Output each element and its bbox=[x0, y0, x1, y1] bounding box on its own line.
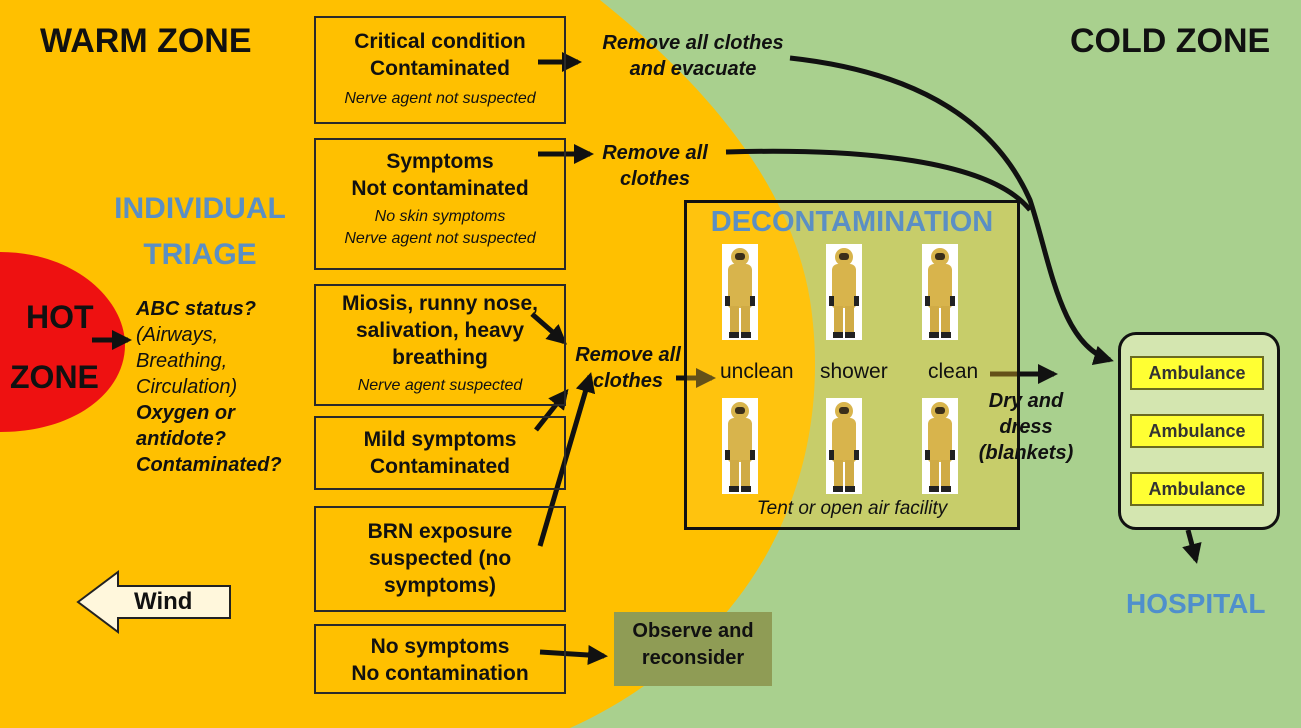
action-remove-and-evacuate: Remove all clothes and evacuate bbox=[578, 30, 808, 82]
box-miosis: Miosis, runny nose, salivation, heavy br… bbox=[314, 284, 566, 406]
decon-facility-note: Tent or open air facility bbox=[684, 498, 1020, 520]
dry-line3: (blankets) bbox=[966, 440, 1086, 466]
remove1-line2: clothes bbox=[590, 166, 720, 192]
symptoms-note2: Nerve agent not suspected bbox=[316, 228, 564, 250]
protective-suit-icon bbox=[722, 244, 758, 340]
symptoms-line2: Not contaminated bbox=[316, 175, 564, 202]
miosis-line1: Miosis, runny nose, bbox=[316, 290, 564, 317]
remove2-line1: Remove all bbox=[568, 342, 688, 368]
stage-shower: shower bbox=[820, 360, 888, 384]
question-airways: (Airways, bbox=[136, 322, 312, 348]
remove1-line1: Remove all bbox=[590, 140, 720, 166]
box-no-symptoms: No symptoms No contamination bbox=[314, 624, 566, 694]
stage-unclean: unclean bbox=[720, 360, 794, 384]
hot-zone-title-line1: HOT bbox=[26, 296, 94, 338]
mild-line2: Contaminated bbox=[316, 453, 564, 480]
protective-suit-icon bbox=[922, 398, 958, 494]
ambulance-2: Ambulance bbox=[1130, 414, 1264, 448]
symptoms-line1: Symptoms bbox=[316, 148, 564, 175]
brn-line2: suspected (no bbox=[316, 545, 564, 572]
symptoms-note1: No skin symptoms bbox=[316, 206, 564, 228]
wind-label: Wind bbox=[134, 588, 192, 616]
box-symptoms: Symptoms Not contaminated No skin sympto… bbox=[314, 138, 566, 270]
hospital-label: HOSPITAL bbox=[1126, 588, 1265, 620]
box-mild-symptoms: Mild symptoms Contaminated bbox=[314, 416, 566, 490]
question-oxygen: Oxygen or bbox=[136, 400, 312, 426]
dry-line2: dress bbox=[966, 414, 1086, 440]
observe-line1: Observe and bbox=[614, 618, 772, 645]
none-line2: No contamination bbox=[316, 660, 564, 687]
triage-line1: INDIVIDUAL bbox=[100, 186, 300, 232]
action-remove-clothes-top: Remove all clothes bbox=[590, 140, 720, 192]
ambulance-3: Ambulance bbox=[1130, 472, 1264, 506]
action-observe-reconsider: Observe and reconsider bbox=[614, 612, 772, 686]
evacuate-line2: and evacuate bbox=[578, 56, 808, 82]
triage-questions: ABC status? (Airways, Breathing, Circula… bbox=[136, 296, 312, 478]
brn-line3: symptoms) bbox=[316, 572, 564, 599]
observe-line2: reconsider bbox=[614, 645, 772, 672]
protective-suit-icon bbox=[826, 398, 862, 494]
cold-zone-title: COLD ZONE bbox=[1070, 22, 1270, 61]
remove2-line2: clothes bbox=[568, 368, 688, 394]
dry-and-dress: Dry and dress (blankets) bbox=[966, 388, 1086, 466]
box-brn-exposure: BRN exposure suspected (no symptoms) bbox=[314, 506, 566, 612]
mild-line1: Mild symptoms bbox=[316, 426, 564, 453]
action-remove-clothes-decon: Remove all clothes bbox=[568, 342, 688, 394]
question-circulation: Circulation) bbox=[136, 374, 312, 400]
protective-suit-icon bbox=[922, 244, 958, 340]
individual-triage-title: INDIVIDUAL TRIAGE bbox=[100, 186, 300, 278]
critical-line1: Critical condition bbox=[316, 28, 564, 55]
question-abc: ABC status? bbox=[136, 296, 312, 322]
question-breathing: Breathing, bbox=[136, 348, 312, 374]
critical-note: Nerve agent not suspected bbox=[316, 88, 564, 110]
hot-zone-title-line2: ZONE bbox=[10, 356, 99, 398]
brn-line1: BRN exposure bbox=[316, 518, 564, 545]
evacuate-line1: Remove all clothes bbox=[578, 30, 808, 56]
ambulance-1: Ambulance bbox=[1130, 356, 1264, 390]
stage-clean: clean bbox=[928, 360, 978, 384]
critical-line2: Contaminated bbox=[316, 55, 564, 82]
miosis-line3: breathing bbox=[316, 344, 564, 371]
miosis-note: Nerve agent suspected bbox=[316, 375, 564, 397]
decontamination-title: DECONTAMINATION bbox=[684, 206, 1020, 239]
protective-suit-icon bbox=[826, 244, 862, 340]
dry-line1: Dry and bbox=[966, 388, 1086, 414]
question-antidote: antidote? bbox=[136, 426, 312, 452]
miosis-line2: salivation, heavy bbox=[316, 317, 564, 344]
box-critical-condition: Critical condition Contaminated Nerve ag… bbox=[314, 16, 566, 124]
triage-line2: TRIAGE bbox=[100, 232, 300, 278]
warm-zone-title: WARM ZONE bbox=[40, 22, 252, 61]
none-line1: No symptoms bbox=[316, 633, 564, 660]
question-contaminated: Contaminated? bbox=[136, 452, 312, 478]
protective-suit-icon bbox=[722, 398, 758, 494]
